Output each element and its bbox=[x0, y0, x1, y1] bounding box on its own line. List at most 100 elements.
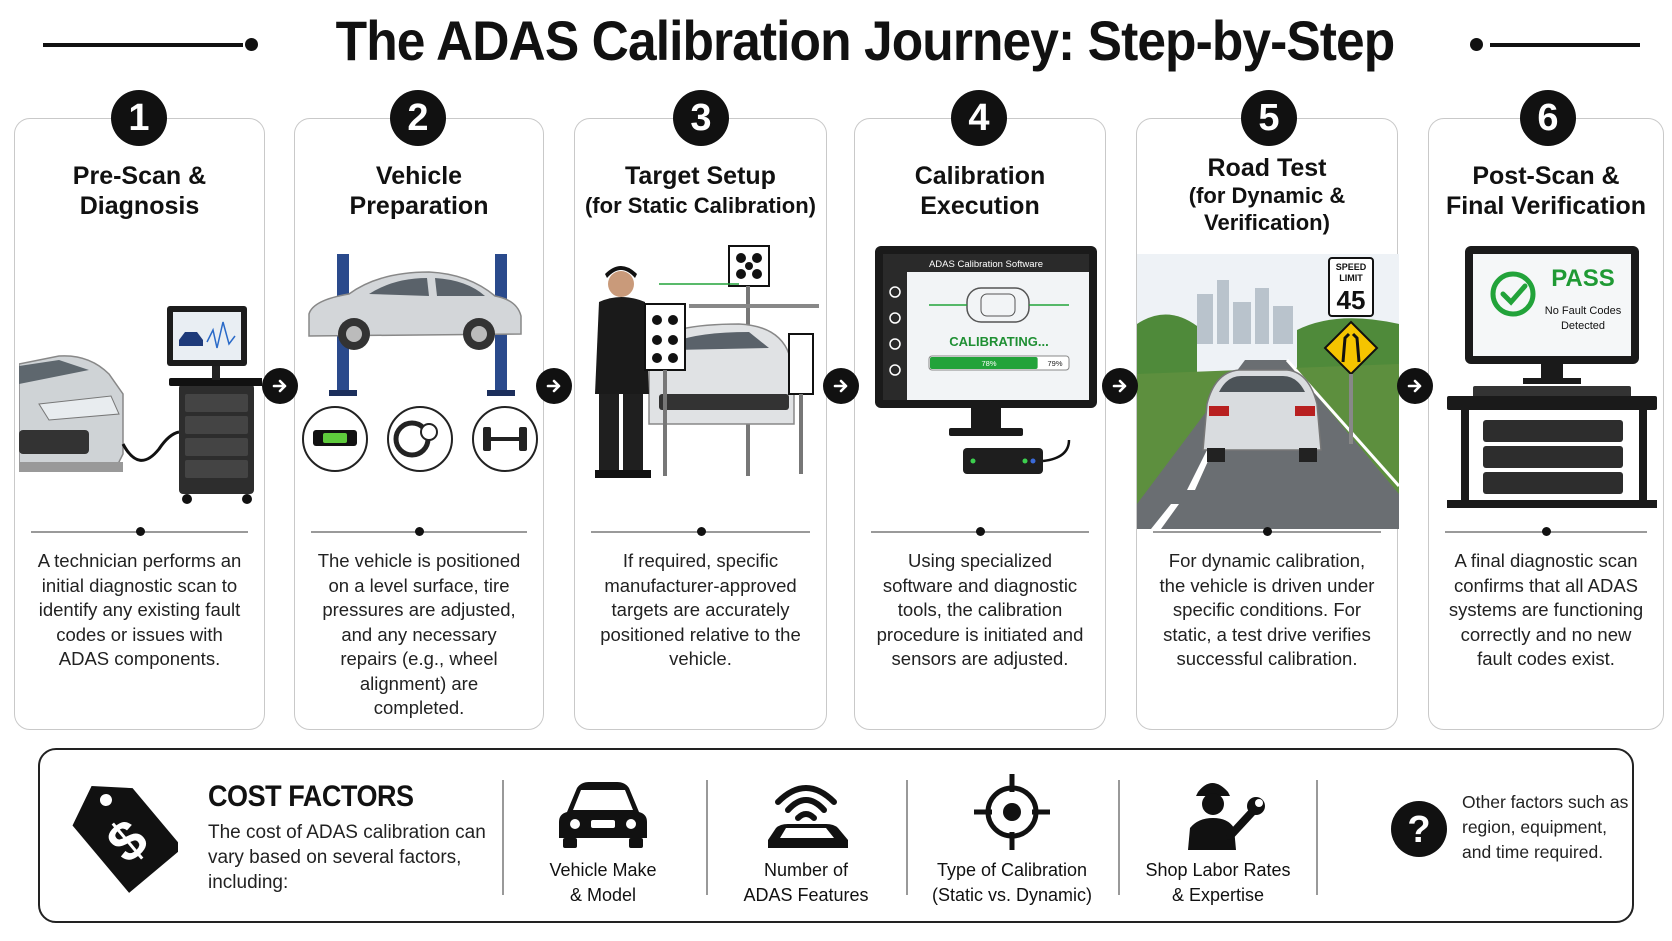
step-card-6: Post-Scan & Final Verification PASS No F… bbox=[1428, 118, 1664, 730]
arrow-right-icon bbox=[833, 379, 848, 393]
step-3-title-line: Target Setup bbox=[625, 162, 776, 190]
speed-sign-mid: LIMIT bbox=[1339, 273, 1363, 283]
cost-separator bbox=[1118, 780, 1120, 895]
factor-label-line: Shop Labor Rates bbox=[1145, 860, 1291, 880]
question-icon: ? bbox=[1391, 801, 1447, 857]
car-top-view-icon bbox=[929, 287, 1069, 323]
target-setup-illustration bbox=[579, 244, 822, 514]
technician-icon bbox=[595, 266, 651, 478]
step-3-title: Target Setup (for Static Calibration) bbox=[575, 161, 826, 221]
road-narrows-sign-icon bbox=[1323, 320, 1379, 444]
refresh-icon bbox=[889, 364, 901, 376]
step-arrow-5-6 bbox=[1397, 368, 1433, 404]
price-tag-icon: $ bbox=[72, 785, 178, 893]
svg-text:?: ? bbox=[1407, 809, 1430, 851]
step-1-title-line: Diagnosis bbox=[79, 192, 200, 220]
camera-icon bbox=[889, 286, 901, 298]
step-1-badge: 1 bbox=[111, 90, 167, 146]
header-dot-right bbox=[1470, 38, 1483, 51]
calibrating-label: CALIBRATING... bbox=[949, 334, 1048, 349]
factor-label-line: ADAS Features bbox=[743, 885, 869, 905]
factor-calibration-type: Type of Calibration (Static vs. Dynamic) bbox=[906, 772, 1118, 912]
calibration-monitor-illustration: ADAS Calibration Software CALIBRATING...… bbox=[859, 244, 1101, 514]
step-1-title: Pre-Scan & Diagnosis bbox=[15, 161, 264, 221]
factor-adas-features: Number of ADAS Features bbox=[708, 772, 904, 912]
step-1-description: A technician performs an initial diagnos… bbox=[37, 550, 242, 669]
step-2-description: The vehicle is positioned on a level sur… bbox=[317, 550, 521, 718]
steering-icon bbox=[889, 338, 901, 350]
step-6-title-line: Final Verification bbox=[1445, 192, 1647, 220]
step-4-title: Calibration Execution bbox=[855, 161, 1105, 221]
step-6-title-line: Post-Scan & bbox=[1472, 162, 1620, 190]
final-verification-illustration: PASS No Fault Codes Detected bbox=[1433, 244, 1659, 514]
cost-factors-panel: $ COST FACTORS The cost of ADAS calibrat… bbox=[38, 748, 1634, 923]
car-signal-icon bbox=[768, 785, 848, 848]
step-5-title: Road Test (for Dynamic & Verification) bbox=[1137, 155, 1397, 236]
car-front-icon bbox=[18, 355, 124, 472]
software-title: ADAS Calibration Software bbox=[929, 259, 1043, 270]
level-icon bbox=[302, 406, 368, 472]
step-arrow-1-2 bbox=[262, 368, 298, 404]
header-rule-left bbox=[43, 43, 243, 47]
check-circle-icon bbox=[1490, 271, 1536, 317]
step-1-divider-dot bbox=[135, 527, 145, 536]
factor-labor-rates: Shop Labor Rates & Expertise bbox=[1120, 772, 1316, 912]
step-6-badge: 6 bbox=[1520, 90, 1576, 146]
arrow-right-icon bbox=[272, 379, 287, 393]
step-4-title-line: Calibration bbox=[914, 162, 1046, 190]
step-5-description: For dynamic calibration, the vehicle is … bbox=[1159, 550, 1375, 669]
speed-sign-top: SPEED bbox=[1336, 262, 1367, 272]
target-panel-icon bbox=[644, 303, 686, 476]
cost-separator bbox=[502, 780, 504, 895]
cost-separator bbox=[1316, 780, 1318, 895]
step-card-3: Target Setup (for Static Calibration) bbox=[574, 118, 827, 730]
pass-line1: No Fault Codes bbox=[1545, 305, 1622, 317]
radar-icon bbox=[889, 312, 901, 324]
step-card-4: Calibration Execution ADAS Calibration S… bbox=[854, 118, 1106, 730]
factor-label-line: & Expertise bbox=[1171, 885, 1265, 905]
step-4-title-line: Execution bbox=[920, 192, 1040, 220]
monitor-icon: PASS No Fault Codes Detected bbox=[1465, 246, 1639, 384]
step-2-title: Vehicle Preparation bbox=[295, 161, 543, 221]
tire-gauge-icon bbox=[387, 406, 453, 472]
arrow-right-icon bbox=[1407, 379, 1422, 393]
header-rule-right bbox=[1490, 43, 1640, 47]
pass-label: PASS bbox=[1551, 265, 1615, 292]
step-6-title: Post-Scan & Final Verification bbox=[1429, 161, 1663, 221]
factor-label: Shop Labor Rates & Expertise bbox=[1120, 858, 1316, 908]
diagnostic-cart-illustration bbox=[18, 244, 264, 514]
mechanic-icon bbox=[1188, 783, 1265, 850]
factor-vehicle-make: Vehicle Make & Model bbox=[518, 772, 688, 912]
sedan-icon bbox=[308, 271, 522, 350]
step-3-divider-dot bbox=[696, 527, 706, 536]
step-arrow-4-5 bbox=[1102, 368, 1138, 404]
step-5-badge: 5 bbox=[1241, 90, 1297, 146]
monitor-icon: ADAS Calibration Software CALIBRATING...… bbox=[875, 246, 1097, 436]
axle-icon bbox=[472, 406, 538, 472]
arrow-right-icon bbox=[1112, 379, 1127, 393]
vci-device-icon bbox=[963, 439, 1071, 474]
crosshair-icon bbox=[974, 774, 1050, 850]
vehicle-lift-illustration bbox=[299, 244, 539, 514]
other-factors-text: Other factors such as region, equipment,… bbox=[1462, 792, 1629, 862]
factor-label: Number of ADAS Features bbox=[708, 858, 904, 908]
step-2-title-line: Vehicle bbox=[375, 162, 463, 190]
cost-separator bbox=[906, 780, 908, 895]
step-4-badge: 4 bbox=[951, 90, 1007, 146]
header-dot-left bbox=[245, 38, 258, 51]
cost-title: COST FACTORS bbox=[208, 780, 414, 813]
car-front-icon bbox=[559, 782, 647, 848]
arrow-right-icon bbox=[546, 379, 561, 393]
step-card-1: Pre-Scan & Diagnosis bbox=[14, 118, 265, 730]
step-5-subtitle-line: Verification) bbox=[1204, 210, 1330, 235]
cost-description: The cost of ADAS calibration can vary ba… bbox=[208, 822, 486, 893]
city-skyline bbox=[1197, 280, 1293, 344]
pass-line2: Detected bbox=[1561, 320, 1605, 332]
progress-fill bbox=[930, 357, 1038, 369]
step-6-description: A final diagnostic scan confirms that al… bbox=[1448, 550, 1644, 669]
step-card-2: Vehicle Preparation bbox=[294, 118, 544, 730]
cost-separator bbox=[706, 780, 708, 895]
step-4-description: Using specialized software and diagnosti… bbox=[876, 550, 1084, 669]
step-5-title-line: Road Test bbox=[1207, 154, 1327, 182]
factor-label: Type of Calibration (Static vs. Dynamic) bbox=[906, 858, 1118, 908]
